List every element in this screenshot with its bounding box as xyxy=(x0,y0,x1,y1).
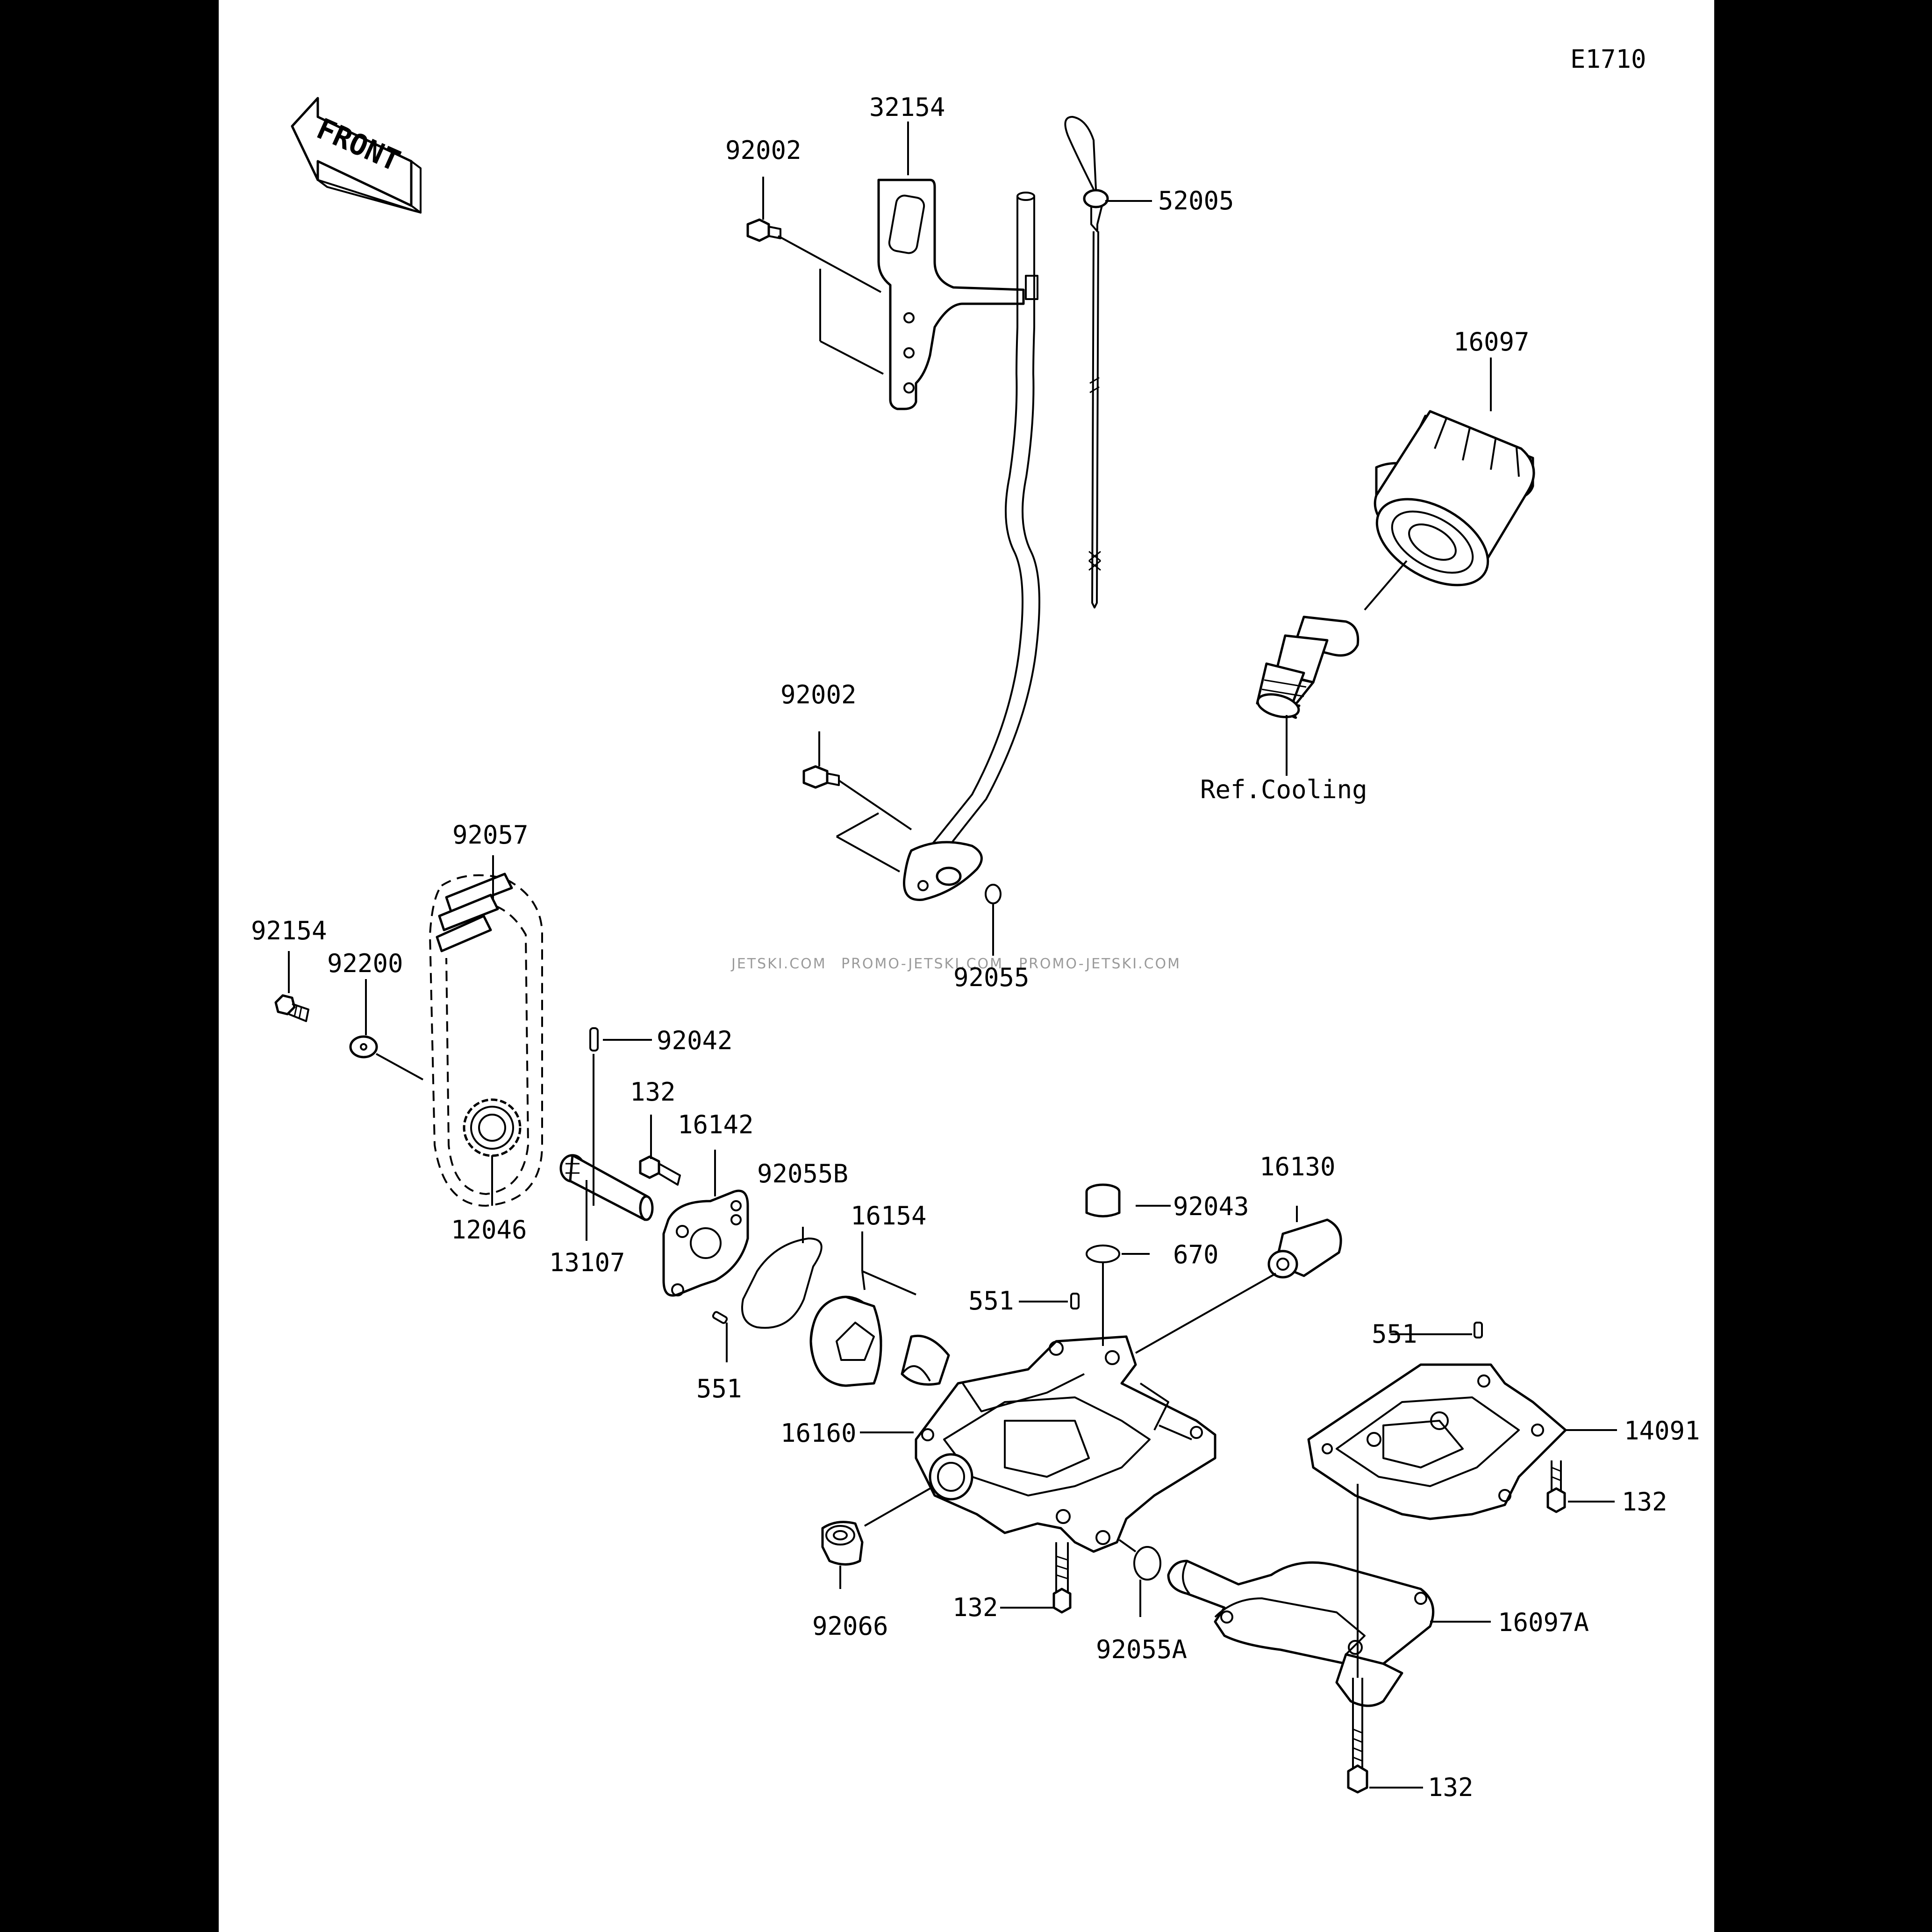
oil-filter-fitting xyxy=(1256,615,1360,719)
callout-92042: 92042 xyxy=(657,1026,733,1055)
bolt-132-a xyxy=(639,1155,681,1186)
watermark-2: PROMO-JETSKI.COM xyxy=(841,956,1003,972)
pin-551-a xyxy=(712,1311,728,1324)
callout-92055A: 92055A xyxy=(1096,1635,1187,1664)
oil-pump-cover-16142 xyxy=(662,1189,749,1297)
callout-551-b: 551 xyxy=(696,1374,742,1403)
shaft-13107 xyxy=(559,1154,654,1221)
ref-cooling-label: Ref.Cooling xyxy=(1200,775,1367,804)
callout-16130: 16130 xyxy=(1259,1152,1336,1181)
bolt-92002-lower xyxy=(802,765,840,789)
callout-32154: 32154 xyxy=(869,93,945,122)
front-arrow-icon: FRONT xyxy=(291,97,422,214)
callout-551-a: 551 xyxy=(968,1286,1014,1316)
callout-92055B: 92055B xyxy=(757,1159,848,1188)
callout-labels: 32154 92002 52005 16097 92002 92055 9205… xyxy=(251,93,1700,1802)
cover-14091 xyxy=(1307,1363,1567,1520)
pin-551-c xyxy=(1474,1322,1483,1338)
callout-92200: 92200 xyxy=(327,949,403,978)
gasket-92055B xyxy=(741,1238,823,1329)
diagram-sheet xyxy=(219,0,1714,1932)
bolt-132-d xyxy=(1347,1678,1368,1794)
callout-132-d: 132 xyxy=(1428,1773,1474,1802)
callout-16097: 16097 xyxy=(1453,327,1530,357)
bolt-132-c xyxy=(1546,1460,1566,1513)
callout-92055: 92055 xyxy=(953,963,1030,992)
watermark: JETSKI.COM PROMO-JETSKI.COM PROMO-JETSKI… xyxy=(730,956,1181,972)
callout-16142: 16142 xyxy=(678,1110,754,1139)
oil-pump-body-16160 xyxy=(915,1335,1216,1553)
bolt-132-b xyxy=(1052,1542,1072,1614)
callout-92043: 92043 xyxy=(1173,1192,1249,1221)
rotor-16154 xyxy=(809,1295,950,1387)
callout-92002-lower: 92002 xyxy=(780,680,857,709)
plug-92066 xyxy=(821,1521,864,1566)
callout-52005: 52005 xyxy=(1158,186,1234,215)
callout-16154: 16154 xyxy=(851,1201,927,1231)
callout-92002-upper: 92002 xyxy=(725,136,801,165)
callout-14091: 14091 xyxy=(1624,1416,1700,1445)
fitting-16130 xyxy=(1267,1218,1342,1279)
dipstick-52005 xyxy=(1064,116,1109,608)
dipstick-tube xyxy=(903,192,1040,901)
sleeve-92043 xyxy=(1085,1183,1121,1217)
callout-92057: 92057 xyxy=(452,820,529,850)
watermark-1: JETSKI.COM xyxy=(730,956,827,972)
callout-132-a: 132 xyxy=(630,1077,676,1107)
pin-551-b xyxy=(1070,1293,1080,1309)
callout-13107: 13107 xyxy=(549,1248,625,1277)
washer-92200 xyxy=(349,1035,378,1059)
callout-670: 670 xyxy=(1173,1240,1219,1269)
chain-92057 xyxy=(429,873,543,1207)
bolt-92154 xyxy=(274,994,309,1022)
callout-132-c: 132 xyxy=(1622,1487,1667,1517)
o-ring-92055 xyxy=(985,884,1002,904)
bracket-32154 xyxy=(877,179,1025,410)
callout-551-c: 551 xyxy=(1372,1319,1417,1349)
diagram-code: E1710 xyxy=(1570,44,1646,74)
oil-filter-16097 xyxy=(1374,410,1535,587)
callout-16097A: 16097A xyxy=(1498,1608,1589,1637)
bolt-92002-upper xyxy=(746,218,781,242)
callout-16160: 16160 xyxy=(780,1418,857,1448)
leader-lines xyxy=(288,122,1617,1789)
callout-92154: 92154 xyxy=(251,916,327,945)
callout-132-b: 132 xyxy=(952,1593,998,1622)
sprocket-12046 xyxy=(463,1098,522,1157)
callout-12046: 12046 xyxy=(451,1215,527,1245)
o-ring-92055A xyxy=(1133,1546,1161,1581)
o-ring-670 xyxy=(1086,1245,1120,1263)
strainer-16097A xyxy=(1167,1560,1435,1707)
watermark-3: PROMO-JETSKI.COM xyxy=(1019,956,1181,972)
callout-92066: 92066 xyxy=(812,1611,888,1641)
pin-92042 xyxy=(589,1027,599,1052)
